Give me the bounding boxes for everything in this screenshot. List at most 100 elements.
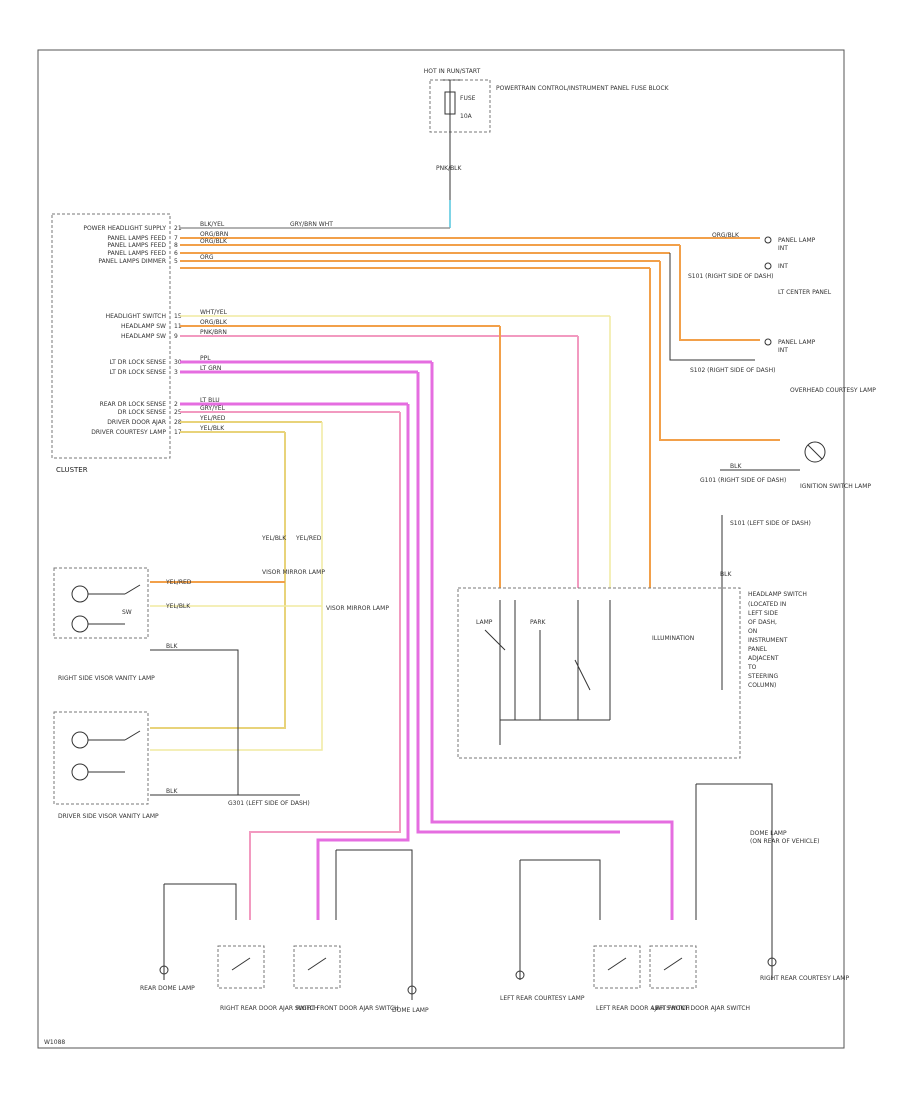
fuse-amp: 10A: [460, 113, 473, 120]
wire-label-1b: GRY/BRN WHT: [290, 221, 333, 228]
right-visor-name: RIGHT SIDE VISOR VANITY LAMP: [58, 675, 155, 682]
fuse-label: FUSE: [460, 95, 476, 102]
headlamp-desc-line: INSTRUMENT: [748, 637, 788, 644]
cluster-pin-label: DRIVER COURTESY LAMP: [91, 429, 166, 436]
fuse-wire-label: PNK/BLK: [436, 165, 463, 172]
wire-label-19: BLK: [730, 463, 742, 470]
mirror-ground-label: G301 (LEFT SIDE OF DASH): [228, 800, 310, 807]
footer-id: W1088: [44, 1039, 65, 1046]
cluster-pin-number: 25: [174, 409, 182, 416]
hs-park-label: PARK: [530, 619, 547, 626]
fuse-block-title: HOT IN RUN/START: [424, 68, 481, 75]
left-lamp-label: LEFT REAR COURTESY LAMP: [500, 995, 585, 1002]
hs-lamp-label: LAMP: [476, 619, 493, 626]
cluster-pin-number: 9: [174, 333, 178, 340]
ignition-lamp-bulb: [804, 441, 826, 463]
wire-label-5: WHT/YEL: [200, 309, 228, 316]
ground-3: G101 (RIGHT SIDE OF DASH): [700, 477, 786, 484]
headlamp-desc-line: OF DASH,: [748, 619, 777, 626]
headlamp-desc-line: (LOCATED IN: [748, 601, 786, 608]
cluster-pin-label: HEADLIGHT SWITCH: [106, 313, 166, 320]
wire-label-16: BLK: [166, 643, 178, 650]
cluster-pin-number: 6: [174, 250, 178, 257]
lf-door-switch: LEFT FRONT DOOR AJAR SWITCH: [649, 945, 750, 1012]
dome-note-1: DOME LAMP: [750, 830, 787, 837]
cluster-pin-label: DRIVER DOOR AJAR: [107, 419, 166, 426]
headlamp-desc-line: STEERING: [748, 673, 778, 680]
wire-label-13: YEL/BLK: [199, 425, 225, 432]
hs-illumination-label: ILLUMINATION: [652, 635, 694, 642]
cluster-pin-label: HEADLAMP SW: [121, 323, 166, 330]
right-lamp-label: RIGHT REAR COURTESY LAMP: [760, 975, 849, 982]
wire-label-8: PPL: [200, 355, 211, 362]
headlamp-switch-box: [457, 587, 741, 759]
wire-label-6: ORG/BLK: [200, 319, 228, 326]
lr-door-label: LEFT REAR DOOR AJAR SWITCH: [596, 1005, 690, 1012]
center-lamp-icon: [407, 985, 417, 995]
visor-label-1: VISOR MIRROR LAMP: [262, 569, 325, 576]
wire-label-17: BLK: [166, 788, 178, 795]
wire-label-14: YEL/BLK: [261, 535, 287, 542]
cluster-pin-number: 21: [174, 225, 182, 232]
headlamp-top-wire: BLK: [720, 571, 732, 578]
ground-1: S101 (RIGHT SIDE OF DASH): [688, 273, 773, 280]
lr-door-switch: LEFT REAR DOOR AJAR SWITCH: [593, 945, 690, 1012]
wire-label-10: LT BLU: [200, 397, 220, 404]
cluster-pin-number: 28: [174, 419, 182, 426]
cluster-pin-label: PANEL LAMPS FEED: [107, 242, 166, 249]
rr-door-switch: RIGHT REAR DOOR AJAR SWITCH: [217, 945, 318, 1012]
cluster-pin-number: 2: [174, 401, 178, 408]
wire-label-11: GRY/YEL: [200, 405, 226, 412]
wire-label-2: ORG/BRN: [200, 231, 228, 238]
lf-door-label: LEFT FRONT DOOR AJAR SWITCH: [652, 1005, 750, 1012]
cluster-pin-label: HEADLAMP SW: [121, 333, 166, 340]
mirror-wire-1: YEL/RED: [165, 579, 192, 586]
left-lamp-icon: [515, 970, 525, 980]
dome-note-2: (ON REAR OF VEHICLE): [750, 838, 820, 845]
ground-4: S101 (LEFT SIDE OF DASH): [730, 520, 811, 527]
wire-label-9: LT GRN: [200, 365, 221, 372]
wire-label-12: YEL/RED: [199, 415, 226, 422]
mirror-wire-2: YEL/BLK: [165, 603, 191, 610]
rr-door-label: RIGHT REAR DOOR AJAR SWITCH: [220, 1005, 318, 1012]
door-wires: [163, 362, 773, 1000]
right-visor-lamp: SW RIGHT SIDE VISOR VANITY LAMP: [53, 567, 155, 682]
cluster-pin-number: 3: [174, 369, 178, 376]
cluster-pin-label: PANEL LAMPS FEED: [107, 250, 166, 257]
wire-label-7: PNK/BRN: [200, 329, 227, 336]
cluster-pin-number: 15: [174, 313, 182, 320]
headlamp-desc-line: COLUMN): [748, 682, 776, 689]
left-visor-lamp: DRIVER SIDE VISOR VANITY LAMP: [53, 711, 159, 820]
rf-door-switch: RIGHT FRONT DOOR AJAR SWITCH: [293, 945, 399, 1012]
cluster-name: CLUSTER: [56, 466, 88, 474]
headlamp-desc-line: ADJACENT: [748, 655, 779, 662]
panel-lamp-3b: INT: [778, 347, 788, 354]
courtesy-lamp: OVERHEAD COURTESY LAMP: [790, 387, 876, 394]
headlamp-switch-title: HEADLAMP SWITCH: [748, 591, 807, 598]
cluster-pin-label: LT DR LOCK SENSE: [110, 359, 167, 366]
headlamp-desc-line: TO: [747, 664, 757, 671]
center-lamp-label: DOME LAMP: [392, 1007, 429, 1014]
fuse-note: POWERTRAIN CONTROL/INSTRUMENT PANEL FUSE…: [496, 85, 670, 92]
headlamp-desc-line: PANEL: [748, 646, 768, 653]
right-side-components: ORG/BLK PANEL LAMP INT INT S101 (RIGHT S…: [649, 232, 876, 690]
left-visor-name: DRIVER SIDE VISOR VANITY LAMP: [58, 813, 159, 820]
mirror-wires: YEL/BLK YEL/RED YEL/RED YEL/BLK VISOR MI…: [150, 422, 389, 807]
panel-lamp-3: PANEL LAMP: [778, 339, 816, 346]
wire-label-3: ORG/BLK: [200, 238, 228, 245]
cluster-pin-label: POWER HEADLIGHT SUPPLY: [83, 225, 166, 232]
cluster-pin-number: 30: [174, 359, 182, 366]
wire-label-4: ORG: [200, 254, 214, 261]
cluster-pin-number: 5: [174, 258, 178, 265]
visor-label-2: VISOR MIRROR LAMP: [326, 605, 389, 612]
wire-label-15: YEL/RED: [295, 535, 322, 542]
cluster-pin-number: 17: [174, 429, 182, 436]
ignition-switch-lamp: IGNITION SWITCH LAMP: [800, 483, 871, 490]
cluster-pin-label: DR LOCK SENSE: [118, 409, 166, 416]
right-lamp-icon: [767, 957, 777, 967]
cluster-pin-number: 11: [174, 323, 182, 330]
cluster-pin-label: PANEL LAMPS FEED: [107, 235, 166, 242]
panel-lamp-2b: INT: [778, 263, 788, 270]
